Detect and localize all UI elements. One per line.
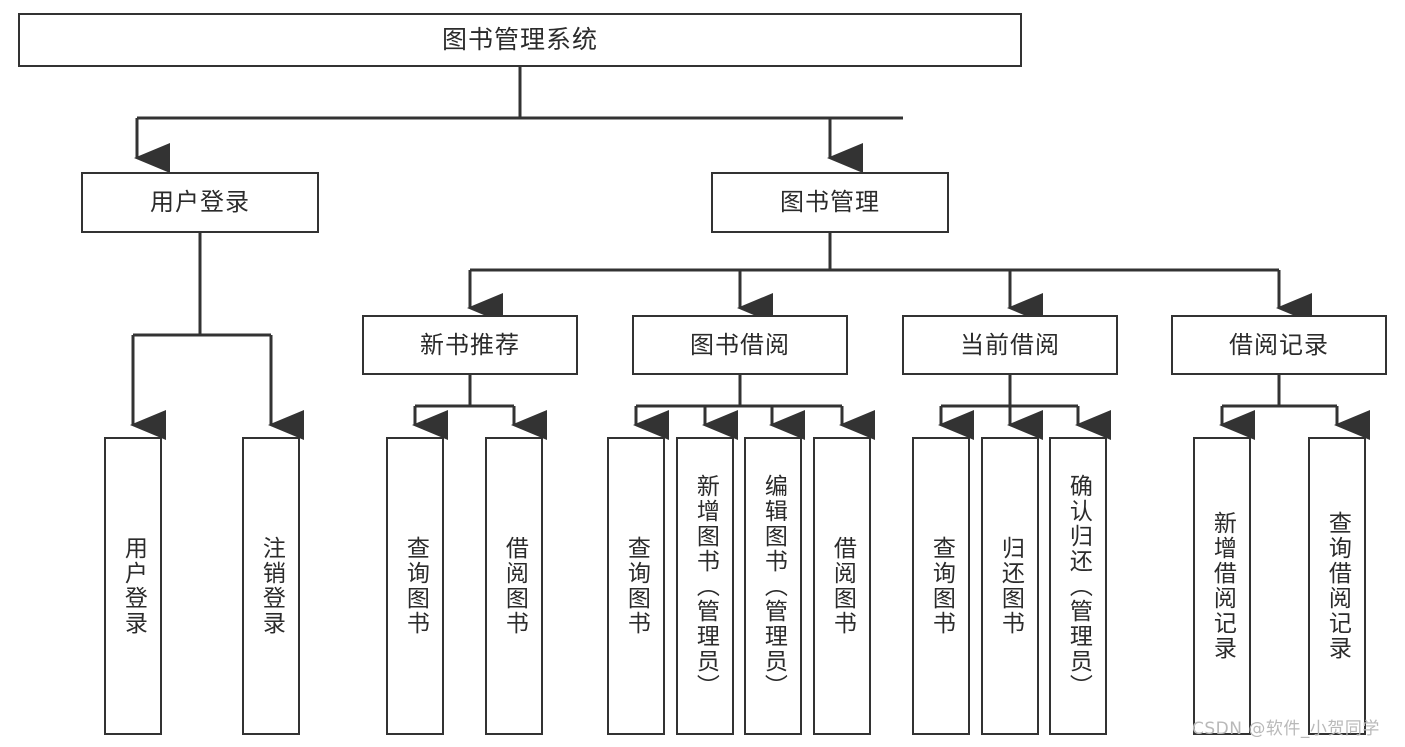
node-label: 编辑图书（管理员） bbox=[760, 473, 787, 699]
node-label: 归还图书 bbox=[997, 536, 1024, 636]
node-book-management[interactable]: 图书管理 bbox=[711, 172, 949, 233]
node-borrow-record[interactable]: 借阅记录 bbox=[1171, 315, 1387, 375]
node-label: 查询图书 bbox=[928, 536, 955, 636]
node-label: 借阅图书 bbox=[501, 536, 528, 636]
node-label: 新增借阅记录 bbox=[1209, 511, 1236, 661]
node-label: 确认归还（管理员） bbox=[1065, 473, 1092, 699]
node-label: 图书管理 bbox=[780, 188, 880, 217]
leaf-current-borrow-query[interactable]: 查询图书 bbox=[912, 437, 970, 735]
node-user-login[interactable]: 用户登录 bbox=[81, 172, 319, 233]
leaf-new-book-query[interactable]: 查询图书 bbox=[386, 437, 444, 735]
node-label: 查询借阅记录 bbox=[1324, 511, 1351, 661]
node-label: 图书借阅 bbox=[690, 330, 790, 359]
node-label: 新书推荐 bbox=[420, 330, 520, 359]
node-label: 新增图书（管理员） bbox=[692, 473, 719, 699]
node-new-book-recommend[interactable]: 新书推荐 bbox=[362, 315, 578, 375]
leaf-current-borrow-confirm-return[interactable]: 确认归还（管理员） bbox=[1049, 437, 1107, 735]
leaf-user-login-logout[interactable]: 注销登录 bbox=[242, 437, 300, 735]
node-label: 借阅记录 bbox=[1229, 330, 1329, 359]
node-label: 查询图书 bbox=[623, 536, 650, 636]
node-book-borrow[interactable]: 图书借阅 bbox=[632, 315, 848, 375]
leaf-new-book-borrow[interactable]: 借阅图书 bbox=[485, 437, 543, 735]
leaf-borrow-record-add[interactable]: 新增借阅记录 bbox=[1193, 437, 1251, 735]
node-label: 用户登录 bbox=[120, 536, 147, 636]
node-root-system[interactable]: 图书管理系统 bbox=[18, 13, 1022, 67]
leaf-book-borrow-borrow[interactable]: 借阅图书 bbox=[813, 437, 871, 735]
node-label: 注销登录 bbox=[258, 536, 285, 636]
leaf-book-borrow-query[interactable]: 查询图书 bbox=[607, 437, 665, 735]
node-label: 图书管理系统 bbox=[441, 25, 598, 54]
leaf-user-login-login[interactable]: 用户登录 bbox=[104, 437, 162, 735]
node-label: 当前借阅 bbox=[960, 330, 1060, 359]
node-label: 用户登录 bbox=[150, 188, 250, 217]
node-current-borrow[interactable]: 当前借阅 bbox=[902, 315, 1118, 375]
leaf-book-borrow-add[interactable]: 新增图书（管理员） bbox=[676, 437, 734, 735]
csdn-watermark: CSDN @软件_小贺同学 bbox=[1192, 719, 1380, 739]
node-label: 查询图书 bbox=[402, 536, 429, 636]
leaf-borrow-record-query[interactable]: 查询借阅记录 bbox=[1308, 437, 1366, 735]
node-label: 借阅图书 bbox=[829, 536, 856, 636]
leaf-book-borrow-edit[interactable]: 编辑图书（管理员） bbox=[744, 437, 802, 735]
leaf-current-borrow-return[interactable]: 归还图书 bbox=[981, 437, 1039, 735]
